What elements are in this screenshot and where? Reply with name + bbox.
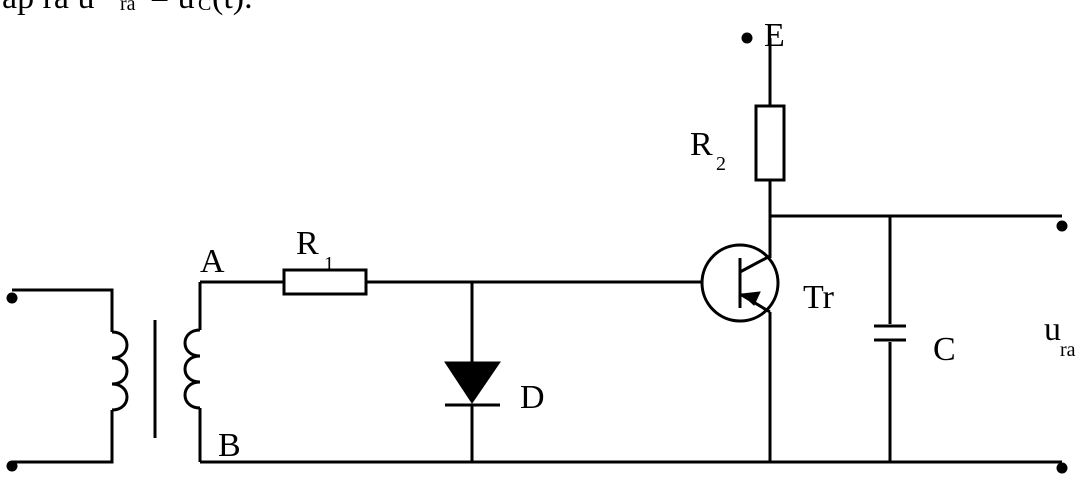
label-r2-sub: 2 [716, 153, 726, 175]
resistor-r2 [754, 104, 786, 182]
label-b: B [218, 427, 241, 464]
label-tr: Tr [803, 279, 835, 316]
diode-d [444, 361, 501, 404]
label-e: E [764, 17, 785, 54]
header-fragment-3: (t). [212, 0, 253, 16]
transistor-collector [739, 254, 771, 274]
transistor-emitter-arrow [740, 291, 761, 306]
secondary-coil [183, 328, 201, 410]
header-fragment-2: = u [150, 0, 195, 16]
label-a: A [200, 243, 225, 280]
label-d: D [520, 379, 545, 416]
resistor-r1 [282, 268, 368, 296]
header-text: áp ra u ra = u C (t). [2, 0, 253, 16]
input-terminal-top [6, 292, 18, 304]
label-r1: R [296, 225, 319, 262]
primary-wire-bottom [12, 410, 114, 464]
header-sub-c: C [198, 0, 211, 15]
label-r1-sub: 1 [324, 253, 334, 275]
label-c: C [933, 331, 956, 368]
header-sub-ra: ra [120, 0, 136, 15]
primary-coil [111, 330, 129, 412]
header-fragment: áp ra u [2, 0, 95, 16]
label-ura-sub: ra [1060, 339, 1076, 361]
output-terminal-bottom [1056, 462, 1068, 474]
transistor-tr [700, 243, 780, 323]
terminal-e [741, 32, 753, 44]
label-ura: u [1044, 311, 1061, 348]
primary-wire-top [12, 288, 114, 332]
output-terminal-top [1056, 220, 1068, 232]
label-r2: R [690, 126, 713, 163]
